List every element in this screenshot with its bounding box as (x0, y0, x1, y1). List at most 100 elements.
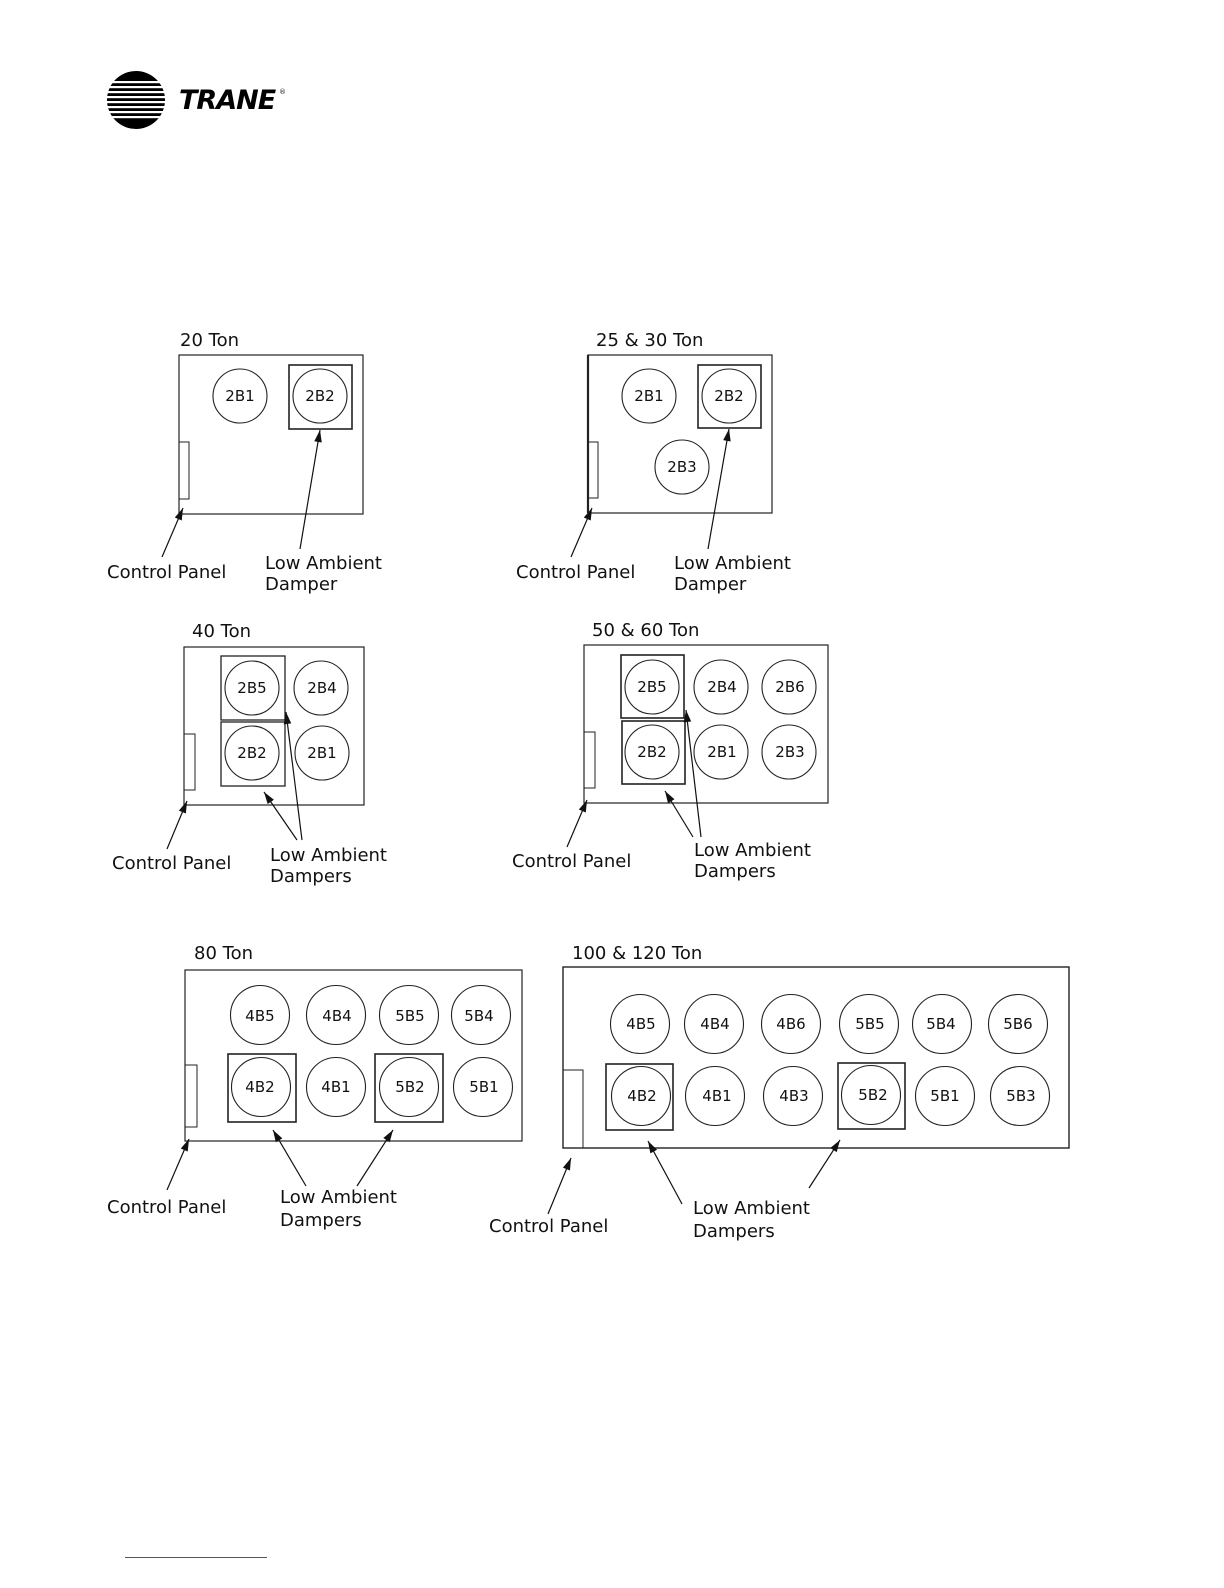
fan: 5B6 (987, 993, 1049, 1055)
damper-box (227, 1053, 297, 1123)
control-panel (183, 733, 196, 791)
trane-logo: TRANE ® (104, 71, 286, 129)
control-panel-label: Control Panel (107, 562, 226, 583)
fan-label: 2B2 (637, 743, 666, 761)
arrowhead (665, 791, 675, 804)
damper-box (837, 1062, 906, 1130)
diagram-100-120-ton: 100 & 120 Ton 4B5 4B4 4B6 5B5 5B4 5B6 4B… (489, 943, 1070, 1242)
fan: 2B5 (624, 659, 680, 715)
fan: 2B4 (693, 659, 749, 715)
fan: 5B2 (378, 1056, 440, 1118)
fan-label: 5B5 (855, 1015, 884, 1033)
dampers-label-line2: Dampers (280, 1210, 362, 1231)
damper-box (374, 1053, 444, 1123)
fan-label: 4B4 (322, 1007, 351, 1025)
fan-label: 5B1 (930, 1087, 959, 1105)
fan: 4B2 (610, 1065, 672, 1127)
fan-label: 2B6 (775, 678, 804, 696)
fan-label: 5B4 (926, 1015, 955, 1033)
fan: 2B1 (621, 368, 677, 424)
arrowhead (648, 1141, 658, 1154)
fan-label: 4B1 (321, 1078, 350, 1096)
fan: 2B5 (224, 660, 280, 716)
damper-box (220, 721, 286, 787)
dampers-label-line1: Low Ambient (693, 1198, 810, 1219)
damper-label-line2: Damper (265, 574, 338, 595)
fan-label: 4B2 (245, 1078, 274, 1096)
dampers-label-line2: Dampers (694, 861, 776, 882)
fan-label: 2B4 (307, 679, 336, 697)
arrowhead (830, 1140, 840, 1153)
fan-label: 5B6 (1003, 1015, 1032, 1033)
fan: 2B3 (654, 439, 710, 495)
fan: 2B2 (224, 725, 280, 781)
fan: 2B1 (212, 368, 268, 424)
fan-label: 5B3 (1006, 1087, 1035, 1105)
fan: 4B6 (760, 993, 822, 1055)
damper-arrow (299, 429, 321, 550)
diagram-title: 20 Ton (180, 330, 239, 351)
fan: 4B3 (762, 1065, 824, 1127)
fan-label: 2B2 (714, 387, 743, 405)
fan-label: 2B1 (307, 744, 336, 762)
fan-label: 5B5 (395, 1007, 424, 1025)
fan: 4B5 (229, 984, 291, 1046)
arrowhead (683, 710, 692, 723)
fan-label: 4B5 (626, 1015, 655, 1033)
fan: 5B4 (450, 984, 512, 1046)
fan-label: 2B1 (707, 743, 736, 761)
fan: 4B1 (305, 1056, 367, 1118)
dampers-label-line1: Low Ambient (280, 1187, 397, 1208)
fan-label: 5B2 (395, 1078, 424, 1096)
arrowhead (314, 430, 322, 443)
damper-label-line1: Low Ambient (674, 553, 791, 574)
arrowhead (583, 508, 592, 521)
unit-outline (562, 966, 1070, 1149)
damper-box (288, 364, 353, 430)
diagram-20-ton: 20 Ton 2B1 2B2 Control Panel Low Ambient… (107, 330, 382, 595)
control-panel (587, 441, 599, 499)
damper-arrow (685, 709, 702, 838)
arrowhead (174, 508, 183, 521)
diagram-25-30-ton: 25 & 30 Ton 2B1 2B2 2B3 Control Panel Lo… (516, 330, 791, 595)
unit-outline (178, 354, 364, 515)
unit-outline (587, 354, 773, 514)
registered-mark: ® (279, 88, 286, 96)
dampers-label-line1: Low Ambient (694, 840, 811, 861)
fan: 2B2 (292, 368, 348, 424)
fan: 4B5 (609, 993, 671, 1055)
diagram-title: 40 Ton (192, 621, 251, 642)
fan: 2B3 (761, 724, 817, 780)
fan-label: 5B4 (464, 1007, 493, 1025)
dampers-label-line2: Dampers (693, 1221, 775, 1242)
control-panel-label: Control Panel (516, 562, 635, 583)
dampers-label-line1: Low Ambient (270, 845, 387, 866)
fan: 2B4 (293, 660, 349, 716)
fan-label: 2B5 (637, 678, 666, 696)
diagram-40-ton: 40 Ton 2B5 2B4 2B2 2B1 Control Panel Low… (112, 621, 387, 887)
fan-label: 5B2 (858, 1086, 887, 1104)
fan: 5B3 (989, 1065, 1051, 1127)
damper-label-line1: Low Ambient (265, 553, 382, 574)
arrowhead (180, 1139, 189, 1152)
fan-label: 2B3 (775, 743, 804, 761)
damper-box (605, 1063, 674, 1131)
arrowhead (383, 1130, 393, 1143)
fan-label: 4B1 (702, 1087, 731, 1105)
arrowhead (562, 1158, 571, 1171)
unit-outline (184, 969, 523, 1142)
diagram-50-60-ton: 50 & 60 Ton 2B5 2B4 2B6 2B2 2B1 2B3 Cont… (512, 620, 829, 882)
arrowhead (178, 801, 187, 814)
fan: 5B1 (914, 1065, 976, 1127)
damper-box (620, 654, 685, 719)
unit-outline (183, 646, 365, 806)
fan: 5B4 (911, 993, 973, 1055)
fan: 2B1 (693, 724, 749, 780)
unit-outline (583, 644, 829, 804)
damper-arrow (285, 711, 303, 841)
fan-label: 4B2 (627, 1087, 656, 1105)
diagram-title: 80 Ton (194, 943, 253, 964)
damper-box (621, 720, 686, 785)
